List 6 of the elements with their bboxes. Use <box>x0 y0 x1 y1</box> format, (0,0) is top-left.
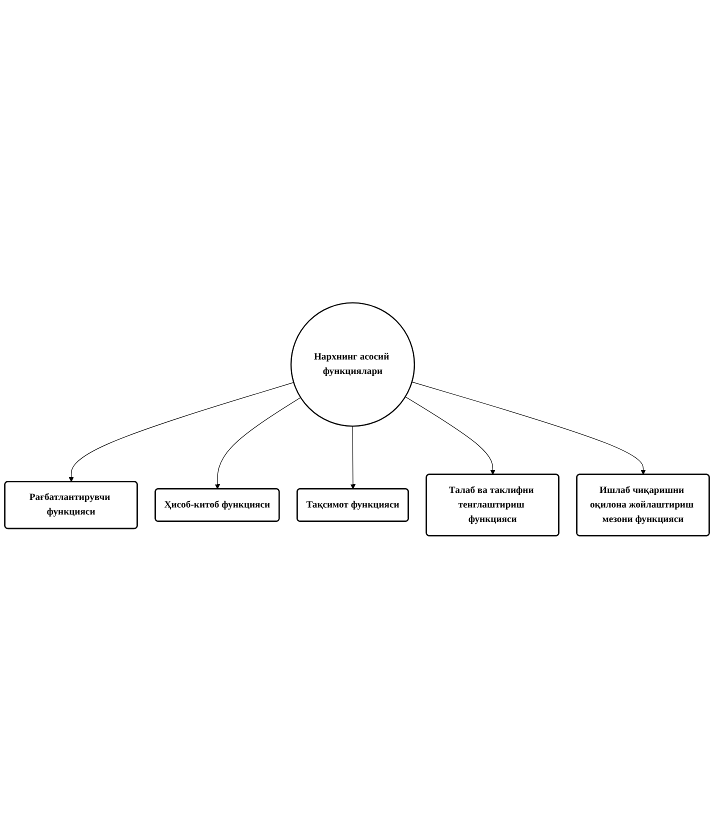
arrow <box>214 397 301 490</box>
node-circle: Нархнинг асосий функциялари <box>290 302 416 428</box>
arrow <box>412 382 646 476</box>
arrow <box>350 426 356 490</box>
arrow <box>68 382 294 482</box>
arrow <box>405 396 496 476</box>
